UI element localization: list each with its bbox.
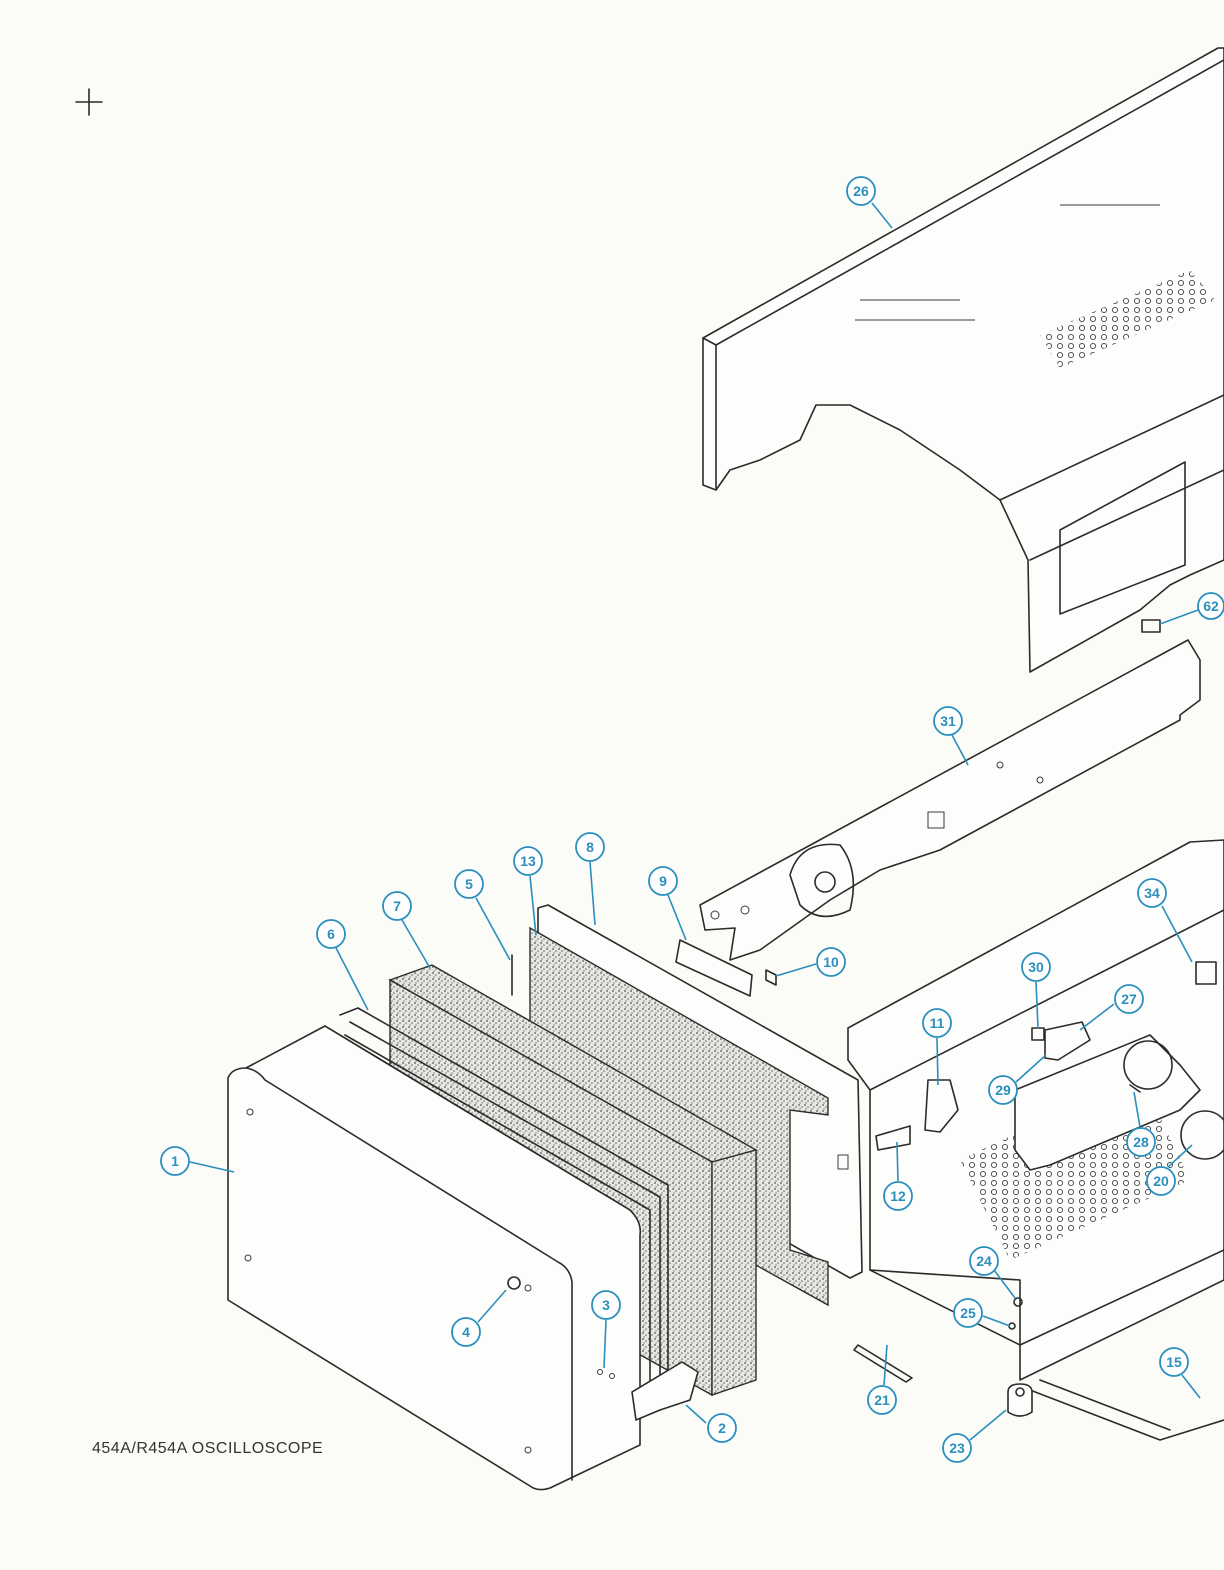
svg-text:3: 3 (602, 1297, 610, 1313)
svg-text:2: 2 (718, 1420, 726, 1436)
svg-text:25: 25 (960, 1305, 976, 1321)
svg-text:6: 6 (327, 926, 335, 942)
svg-text:34: 34 (1144, 885, 1160, 901)
callout-15: 15 (1160, 1348, 1200, 1398)
svg-text:20: 20 (1153, 1173, 1169, 1189)
svg-text:10: 10 (823, 954, 839, 970)
svg-text:12: 12 (890, 1188, 906, 1204)
svg-text:4: 4 (462, 1324, 470, 1340)
callout-6: 6 (317, 920, 368, 1010)
callout-26: 26 (847, 177, 892, 228)
callout-1: 1 (161, 1147, 234, 1175)
main-chassis (848, 840, 1224, 1380)
svg-text:7: 7 (393, 898, 401, 914)
top-cover (703, 48, 1224, 672)
callout-62: 62 (1160, 593, 1224, 624)
screw-62 (1142, 620, 1160, 632)
svg-text:15: 15 (1166, 1354, 1182, 1370)
svg-text:31: 31 (940, 713, 956, 729)
bottom-cover (1030, 1380, 1224, 1440)
svg-text:26: 26 (853, 183, 869, 199)
svg-text:24: 24 (976, 1253, 992, 1269)
registration-crosshair-icon (76, 89, 102, 115)
svg-text:62: 62 (1203, 598, 1219, 614)
svg-text:30: 30 (1028, 959, 1044, 975)
svg-text:9: 9 (659, 873, 667, 889)
callout-9: 9 (649, 867, 686, 940)
callout-25: 25 (954, 1299, 1010, 1327)
svg-text:1: 1 (171, 1153, 179, 1169)
callout-2: 2 (686, 1405, 736, 1442)
callout-7: 7 (383, 892, 430, 968)
figure-caption: 454A/R454A OSCILLOSCOPE (92, 1440, 323, 1458)
svg-text:28: 28 (1133, 1134, 1149, 1150)
svg-text:29: 29 (995, 1082, 1011, 1098)
svg-text:11: 11 (930, 1015, 945, 1031)
callout-5: 5 (455, 870, 510, 960)
callout-8: 8 (576, 833, 604, 925)
callout-21: 21 (868, 1345, 896, 1414)
callout-10: 10 (776, 948, 845, 976)
svg-text:23: 23 (949, 1440, 965, 1456)
callout-31: 31 (934, 707, 968, 765)
svg-text:5: 5 (465, 876, 473, 892)
svg-text:8: 8 (586, 839, 594, 855)
svg-text:27: 27 (1121, 991, 1137, 1007)
svg-text:21: 21 (874, 1392, 890, 1408)
callout-23: 23 (943, 1410, 1006, 1462)
svg-text:13: 13 (520, 853, 536, 869)
